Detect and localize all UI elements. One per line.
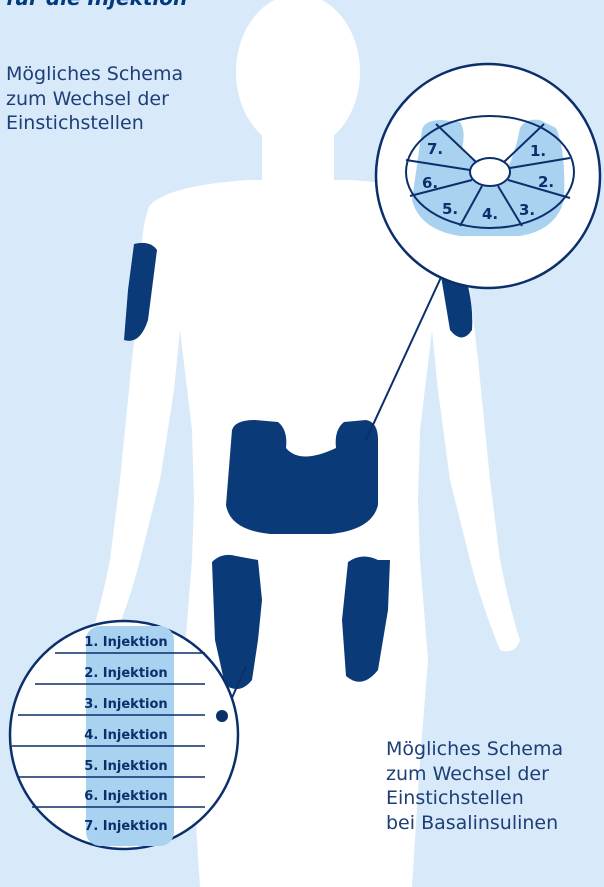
injection-label: 7. Injektion xyxy=(84,819,167,834)
injection-label: 3. Injektion xyxy=(84,697,167,712)
injection-label: 6. Injektion xyxy=(84,789,167,804)
abdomen-zoom-circle: 7. 1. 6. 2. 5. 4. 3. xyxy=(376,64,600,288)
thigh-connector-dot xyxy=(216,710,228,722)
injection-label: 4. Injektion xyxy=(84,728,167,743)
zone-label: 5. xyxy=(442,200,458,218)
zone-label: 3. xyxy=(519,201,535,219)
caption-line: bei Basalinsulinen xyxy=(386,811,563,836)
zone-label: 6. xyxy=(422,174,438,192)
zone-label: 7. xyxy=(427,140,443,158)
injection-label: 1. Injektion xyxy=(84,635,167,650)
thigh-zoom-circle: 1. Injektion 2. Injektion 3. Injektion 4… xyxy=(10,621,238,849)
injection-label: 5. Injektion xyxy=(84,759,167,774)
thigh-schema-caption: Mögliches Schema zum Wechsel der Einstic… xyxy=(386,737,563,836)
zone-label: 2. xyxy=(538,173,554,191)
injection-label: 2. Injektion xyxy=(84,666,167,681)
zone-label: 1. xyxy=(530,142,546,160)
caption-line: Einstichstellen xyxy=(386,786,563,811)
caption-line: zum Wechsel der xyxy=(386,762,563,787)
caption-line: Mögliches Schema xyxy=(386,737,563,762)
zone-label: 4. xyxy=(482,205,498,223)
